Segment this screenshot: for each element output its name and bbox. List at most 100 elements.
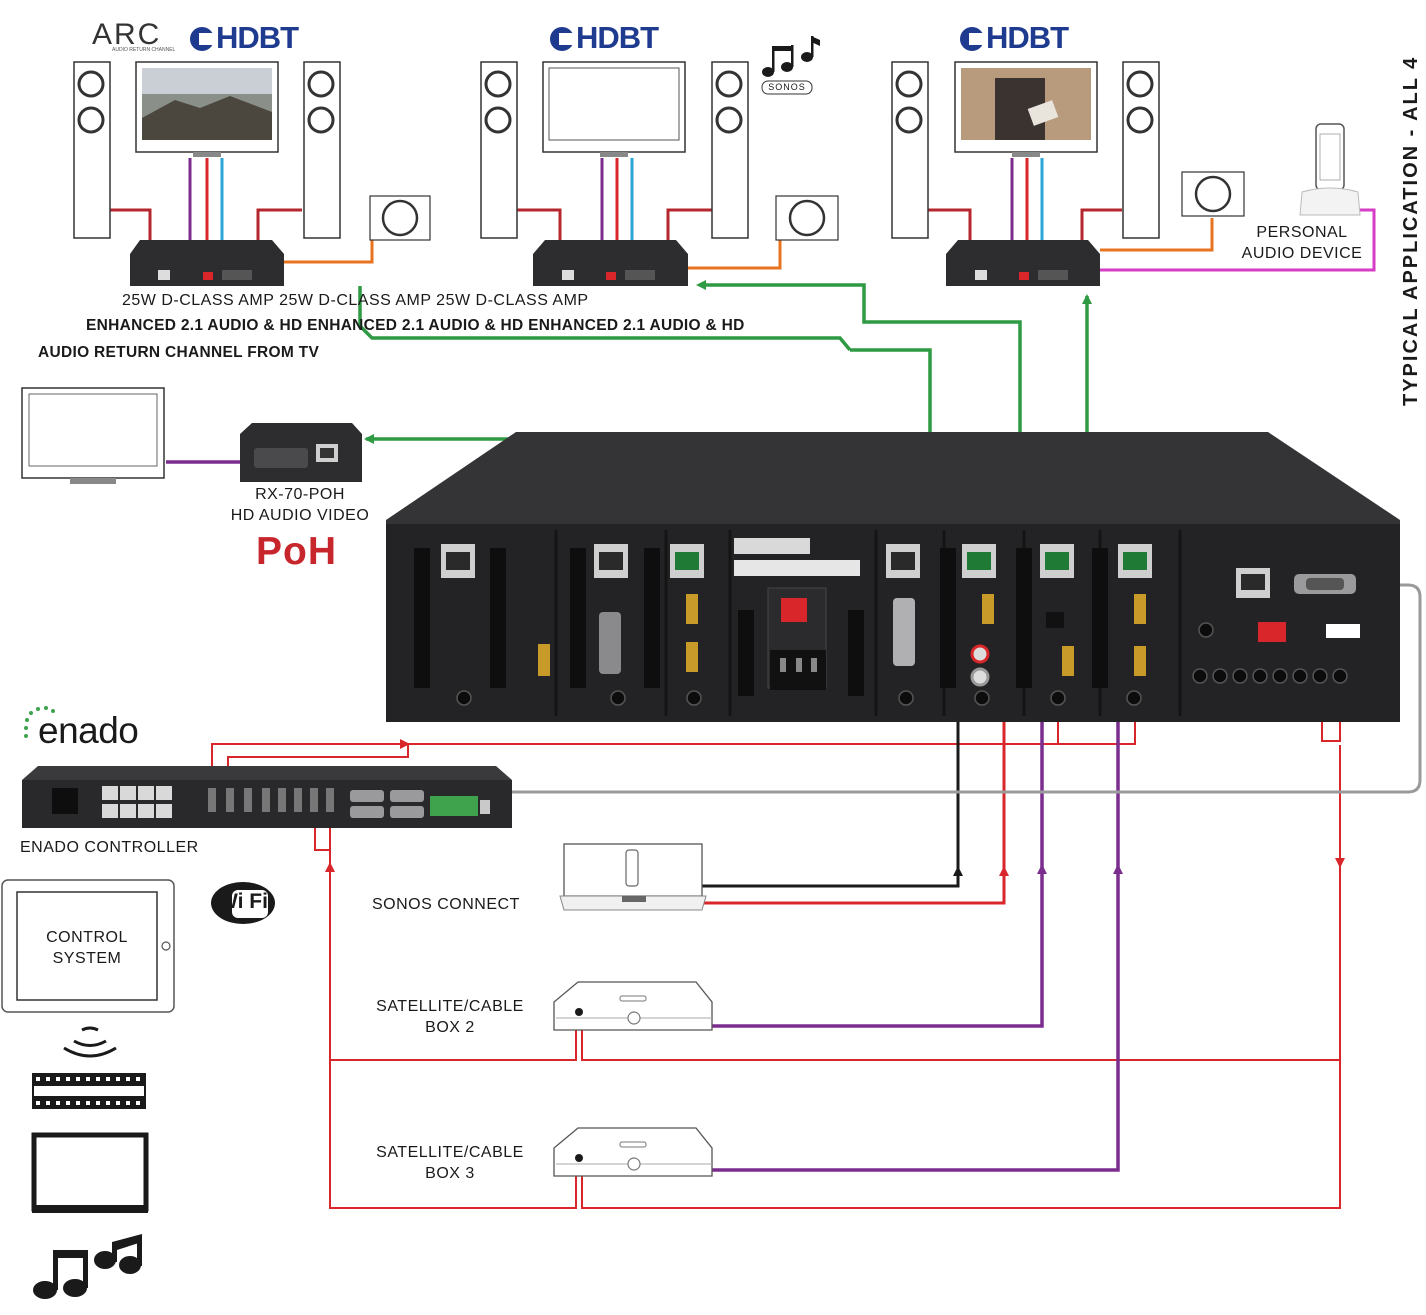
matrix-rj45-ports (441, 544, 1270, 598)
satellite-box3-line2: BOX 3 (425, 1165, 475, 1182)
satellite-box2-line1: SATELLITE/CABLE (376, 998, 524, 1015)
tv-screen-tablet (1027, 100, 1059, 126)
controller-lan-ports (102, 786, 172, 818)
hdbt-logo-text: HDBT (576, 20, 659, 55)
satellite-box (553, 1127, 713, 1177)
ir-box3 (329, 1060, 577, 1209)
arrow-room3 (1082, 294, 1092, 304)
ir-box3-right (581, 1060, 1341, 1209)
wifi-logo-text: Wi Fi (218, 890, 268, 913)
amps-label: 25W D-CLASS AMP 25W D-CLASS AMP 25W D-CL… (122, 292, 589, 309)
arrowheads (325, 280, 1345, 876)
amplifier-port (625, 270, 655, 280)
rx70-label: RX-70-POH HD AUDIO VIDEO (220, 484, 380, 526)
controller-top (22, 766, 512, 780)
sonos-connect-label: SONOS CONNECT (372, 896, 520, 913)
matrix-vga-dvi (599, 598, 1064, 674)
matrix-rca-jacks (970, 644, 990, 687)
matrix-dip-switches (1258, 622, 1360, 642)
room3-sub-wire (1100, 218, 1214, 252)
satellite-box3-label: SATELLITE/CABLE BOX 3 (370, 1142, 530, 1184)
arrow-ir-top (400, 739, 410, 749)
tablet-icon (1, 879, 175, 1013)
hdbt-mark-icon (960, 27, 984, 51)
hdbt-mark-icon (190, 27, 214, 51)
wifi-logo (211, 882, 275, 924)
sonos-badge (761, 80, 813, 95)
remote-signal-icon (63, 1026, 117, 1058)
matrix-power (734, 538, 860, 690)
speaker-icon (1126, 106, 1154, 134)
satellite-box2-line2: BOX 2 (425, 1019, 475, 1036)
arc-logo: ARC (92, 18, 162, 51)
arrow-ir-box2 (325, 862, 335, 872)
speaker-icon (715, 70, 743, 98)
speaker-icon (715, 106, 743, 134)
control-system-label: CONTROL SYSTEM (17, 927, 157, 969)
arrow-box3 (1113, 864, 1123, 874)
arrow-box2 (1037, 864, 1047, 874)
controller-terminal-block (430, 796, 478, 816)
rx70-model: RX-70-POH (255, 486, 345, 503)
arc-logo-subtitle: AUDIO RETURN CHANNEL (112, 47, 176, 53)
amplifier-port (975, 270, 987, 280)
speaker-icon (77, 70, 105, 98)
hdbt-logo: HDBT (960, 20, 1069, 56)
speaker-icon (484, 70, 512, 98)
enado-controller-label: ENADO CONTROLLER (20, 839, 199, 856)
matrix-top (386, 432, 1400, 524)
tv-stand (600, 152, 628, 157)
room3-speaker-left (927, 208, 972, 245)
poh-logo: PoH (256, 530, 337, 573)
arrow-sonos-black (953, 866, 963, 876)
subwoofer-icon (1194, 175, 1232, 213)
arrow-ir-right (1335, 858, 1345, 868)
satellite-box2-label: SATELLITE/CABLE BOX 2 (370, 996, 530, 1038)
sonos-badge-text: SONOS (768, 82, 806, 92)
hdbt-logo-text: HDBT (986, 20, 1069, 55)
arrow-room2 (696, 280, 706, 290)
controller-unit (22, 766, 512, 828)
sonos-connect-box (559, 843, 707, 911)
speaker-icon (77, 106, 105, 134)
room3 (891, 61, 1361, 286)
matrix-switcher (386, 432, 1400, 722)
hdbt-logo: HDBT (190, 20, 299, 56)
ir-box2 (329, 815, 577, 1061)
subwoofer-icon (788, 199, 826, 237)
matrix-hdmi-ports (538, 594, 1146, 676)
hdbt-mark-icon (550, 27, 574, 51)
music-notes-icon (33, 1234, 142, 1299)
phone-dock-icon (1299, 123, 1361, 216)
tv-stand (70, 478, 116, 484)
satellite-box3-line1: SATELLITE/CABLE (376, 1144, 524, 1161)
left-tv (21, 387, 165, 484)
arrow-sonos-red (999, 866, 1009, 876)
rx70-desc: HD AUDIO VIDEO (230, 507, 370, 524)
room1 (73, 61, 431, 286)
room2 (480, 36, 839, 286)
speaker-icon (895, 106, 923, 134)
personal-audio-line1: PERSONAL (1256, 224, 1348, 241)
controller-power (52, 788, 78, 814)
enado-logo (24, 706, 55, 738)
control-system-line2: SYSTEM (52, 950, 122, 967)
tv-screen-sky (142, 68, 272, 94)
controller-usb (480, 800, 490, 814)
room1-speaker-right (256, 208, 302, 245)
tv-stand (1012, 152, 1040, 157)
tv-screen (548, 67, 680, 141)
film-strip-icon (32, 1073, 146, 1109)
enado-logo-text: enado (38, 710, 139, 751)
subwoofer-icon (381, 199, 419, 237)
personal-audio-label: PERSONAL AUDIO DEVICE (1232, 222, 1372, 264)
speaker-icon (307, 106, 335, 134)
hdbt-logo-text: HDBT (216, 20, 299, 55)
amplifier-port (222, 270, 252, 280)
side-title: TYPICAL APPLICATION - ALL 4 (1400, 55, 1422, 406)
receiver-box (240, 423, 362, 482)
speaker-icon (1126, 70, 1154, 98)
hdbt-link-room1 (358, 286, 852, 352)
